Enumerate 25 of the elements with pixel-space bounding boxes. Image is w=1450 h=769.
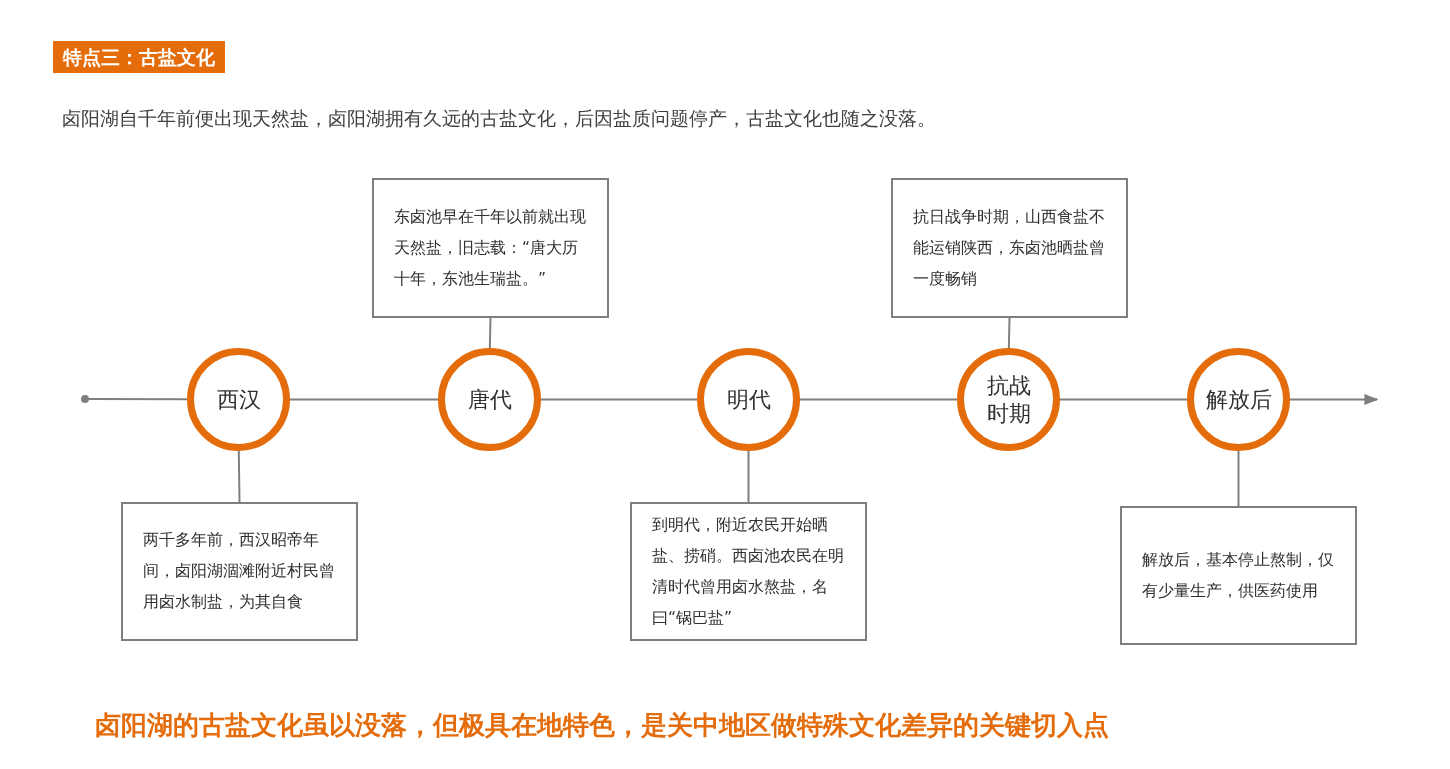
text-box: 东卤池早在千年以前就出现天然盐，旧志载：“唐大历十年，东池生瑞盐。” [372, 178, 609, 318]
text-box: 到明代，附近农民开始晒盐、捞硝。西卤池农民在明清时代曾用卤水熬盐，名曰“锅巴盐” [630, 502, 867, 641]
era-circle: 明代 [697, 348, 800, 451]
timeline-line [1059, 398, 1188, 401]
era-circle: 解放后 [1187, 348, 1290, 451]
timeline-line [88, 398, 188, 401]
timeline-line [540, 398, 698, 401]
timeline-start-dot [81, 395, 89, 403]
era-circle: 唐代 [438, 348, 541, 451]
timeline-line [799, 398, 958, 401]
conclusion-text: 卤阳湖的古盐文化虽以没落，但极具在地特色，是关中地区做特殊文化差异的关键切入点 [95, 709, 1109, 742]
connector-line [1237, 450, 1240, 507]
connector-line [1007, 317, 1011, 349]
era-circle: 抗战时期 [957, 348, 1060, 451]
connector-line [488, 317, 492, 349]
era-circle: 西汉 [187, 348, 290, 451]
text-box: 两千多年前，西汉昭帝年间，卤阳湖涸滩附近村民曾用卤水制盐，为其自食 [121, 502, 358, 641]
connector-line [237, 450, 241, 503]
intro-text: 卤阳湖自千年前便出现天然盐，卤阳湖拥有久远的古盐文化，后因盐质问题停产，古盐文化也随之没落。 [62, 106, 936, 131]
title-badge: 特点三：古盐文化 [53, 41, 225, 73]
timeline-line [289, 398, 439, 401]
text-box: 解放后，基本停止熬制，仅有少量生产，供医药使用 [1120, 506, 1357, 645]
connector-line [747, 450, 750, 503]
timeline-arrow [1289, 393, 1379, 406]
text-box: 抗日战争时期，山西食盐不能运销陕西，东卤池晒盐曾一度畅销 [891, 178, 1128, 318]
